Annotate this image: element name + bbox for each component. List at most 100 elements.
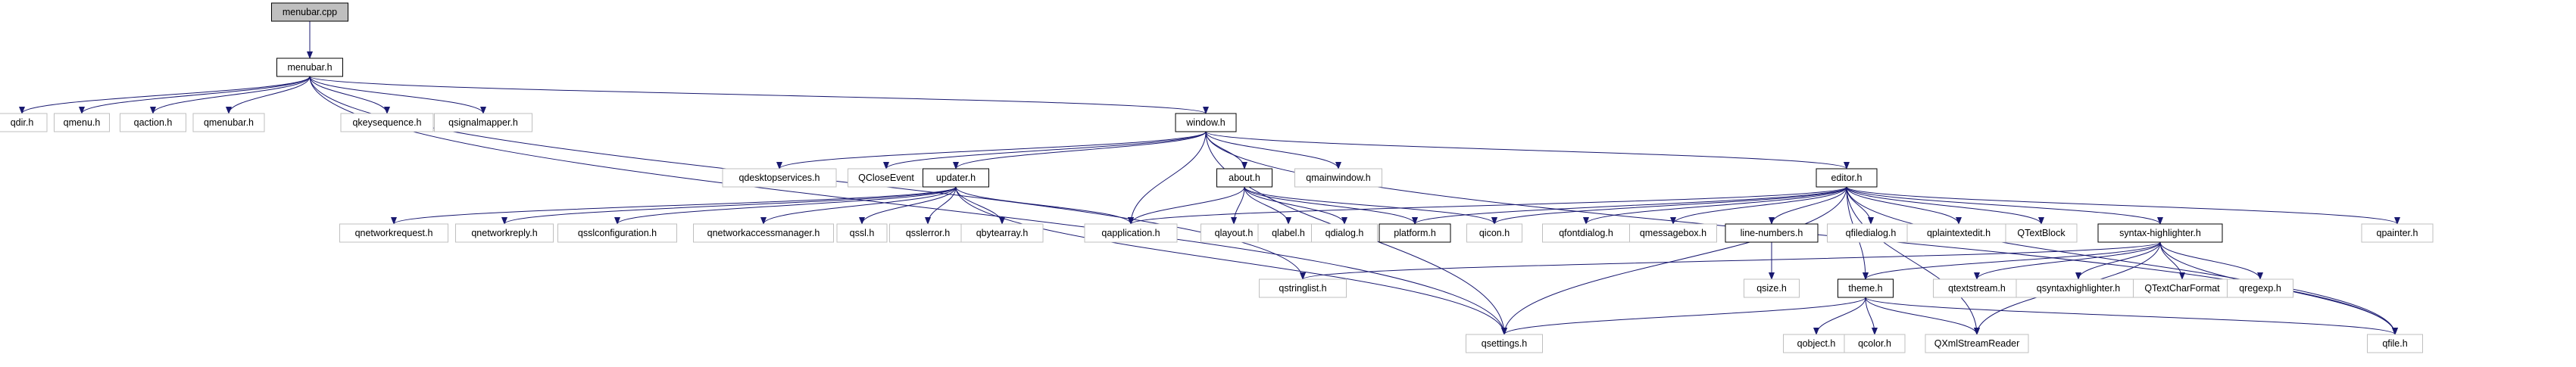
node-QTextCharFormat: QTextCharFormat <box>2133 278 2231 298</box>
node-qsslerror-h: qsslerror.h <box>889 223 966 243</box>
node-box <box>54 113 110 132</box>
node-label: qtextstream.h <box>1948 283 2006 294</box>
node-label: qfile.h <box>2382 338 2407 349</box>
edge-theme_h-to-qfile_h <box>1865 297 2398 335</box>
node-platform-h[interactable]: platform.h <box>1379 223 1451 243</box>
node-qmessagebox-h: qmessagebox.h <box>1629 223 1717 243</box>
node-box <box>1084 223 1178 243</box>
edge-window_h-to-qapplication_h <box>1128 131 1207 225</box>
edge-about_h-to-qlayout_h <box>1231 186 1245 225</box>
edge-menubar_h-to-qdir_h <box>19 76 311 114</box>
node-theme-h[interactable]: theme.h <box>1838 278 1894 298</box>
node-box <box>1466 223 1522 243</box>
node-box <box>1844 334 1906 353</box>
node-label: qnetworkaccessmanager.h <box>707 228 820 238</box>
node-syntax-highlighter-h[interactable]: syntax-highlighter.h <box>2097 223 2223 243</box>
node-box <box>271 2 348 22</box>
node-box <box>1827 223 1915 243</box>
node-window-h[interactable]: window.h <box>1175 113 1237 132</box>
node-box <box>1744 278 1800 298</box>
node-label: qdesktopservices.h <box>738 173 820 183</box>
node-label: QXmlStreamReader <box>1934 338 2020 349</box>
node-line-numbers-h[interactable]: line-numbers.h <box>1725 223 1819 243</box>
node-label: qnetworkreply.h <box>471 228 537 238</box>
edge-about_h-to-qdialog_h <box>1244 186 1347 225</box>
edge-updater_h-to-qnetworkreply_h <box>501 186 957 225</box>
node-qsyntaxhighlighter-h: qsyntaxhighlighter.h <box>2016 278 2141 298</box>
edge-about_h-to-qicon_h <box>1244 186 1497 225</box>
node-box <box>1175 113 1237 132</box>
node-label: qdir.h <box>11 117 34 128</box>
node-updater-h[interactable]: updater.h <box>923 168 989 188</box>
edge-theme_h-to-qcolor_h <box>1865 297 1878 335</box>
node-qfontdialog-h: qfontdialog.h <box>1542 223 1630 243</box>
node-label: qsyntaxhighlighter.h <box>2037 283 2121 294</box>
node-qpainter-h: qpainter.h <box>2361 223 2434 243</box>
node-qaction-h: qaction.h <box>120 113 186 132</box>
node-box <box>2361 223 2434 243</box>
node-label: qsize.h <box>1756 283 1787 294</box>
node-editor-h[interactable]: editor.h <box>1816 168 1878 188</box>
node-box <box>1725 223 1819 243</box>
edge-editor_h-to-qpainter_h <box>1846 186 2400 225</box>
node-label: qlabel.h <box>1272 228 1305 238</box>
node-box <box>1816 168 1878 188</box>
node-box <box>557 223 677 243</box>
edge-theme_h-to-qobject_h <box>1813 297 1866 335</box>
node-label: QTextBlock <box>2017 228 2065 238</box>
node-label: qplaintextedit.h <box>1927 228 1991 238</box>
node-label: menubar.h <box>287 62 332 73</box>
node-box <box>2133 278 2231 298</box>
node-box <box>1259 278 1347 298</box>
node-qlabel-h: qlabel.h <box>1257 223 1319 243</box>
node-box <box>836 223 888 243</box>
edge-editor_h-to-qapplication_h <box>1128 186 1847 225</box>
node-label: qnetworkrequest.h <box>355 228 433 238</box>
edge-window_h-to-editor_h <box>1205 131 1850 170</box>
node-label: qssl.h <box>850 228 875 238</box>
node-qlayout-h: qlayout.h <box>1201 223 1267 243</box>
node-qnetworkrequest-h: qnetworkrequest.h <box>339 223 448 243</box>
node-box <box>2367 334 2423 353</box>
node-label: qicon.h <box>1479 228 1510 238</box>
edge-editor_h-to-syntax_highlighter_h <box>1846 186 2163 225</box>
edge-window_h-to-QCloseEvent <box>883 131 1207 170</box>
edge-menubar_h-to-qaction_h <box>150 76 311 114</box>
node-label: qfontdialog.h <box>1559 228 1613 238</box>
node-qcolor-h: qcolor.h <box>1844 334 1906 353</box>
edge-updater_h-to-qbytearray_h <box>955 186 1005 225</box>
node-box <box>276 58 343 77</box>
edge-syntax_highlighter_h-to-qregexp_h <box>2159 241 2263 280</box>
edge-syntax_highlighter_h-to-qtextstream_h <box>1974 241 2161 280</box>
node-label: qsettings.h <box>1482 338 1528 349</box>
node-about-h[interactable]: about.h <box>1216 168 1272 188</box>
edge-updater_h-to-qnetworkaccessmanager_h <box>760 186 957 225</box>
node-qmenu-h: qmenu.h <box>54 113 110 132</box>
node-label: qcolor.h <box>1858 338 1891 349</box>
node-box <box>2016 278 2141 298</box>
node-box <box>455 223 554 243</box>
node-qapplication-h: qapplication.h <box>1084 223 1178 243</box>
node-menubar-cpp[interactable]: menubar.cpp <box>271 2 348 22</box>
node-label: qkeysequence.h <box>352 117 421 128</box>
node-box <box>2227 278 2293 298</box>
edge-editor_h-to-platform_h <box>1412 186 1847 225</box>
node-box <box>340 113 434 132</box>
node-box <box>1294 168 1382 188</box>
node-qregexp-h: qregexp.h <box>2227 278 2293 298</box>
node-menubar-h[interactable]: menubar.h <box>276 58 343 77</box>
node-label: qregexp.h <box>2239 283 2281 294</box>
node-box <box>1201 223 1267 243</box>
node-label: platform.h <box>1394 228 1436 238</box>
node-box <box>1783 334 1850 353</box>
node-label: qstringlist.h <box>1279 283 1326 294</box>
node-box <box>1311 223 1378 243</box>
node-box <box>2097 223 2223 243</box>
node-box <box>960 223 1044 243</box>
node-label: qapplication.h <box>1101 228 1160 238</box>
node-qbytearray-h: qbytearray.h <box>960 223 1044 243</box>
node-label: menubar.cpp <box>283 7 337 17</box>
edge-menubar_h-to-qkeysequence_h <box>309 76 390 114</box>
edge-editor_h-to-qmessagebox_h <box>1670 186 1847 225</box>
